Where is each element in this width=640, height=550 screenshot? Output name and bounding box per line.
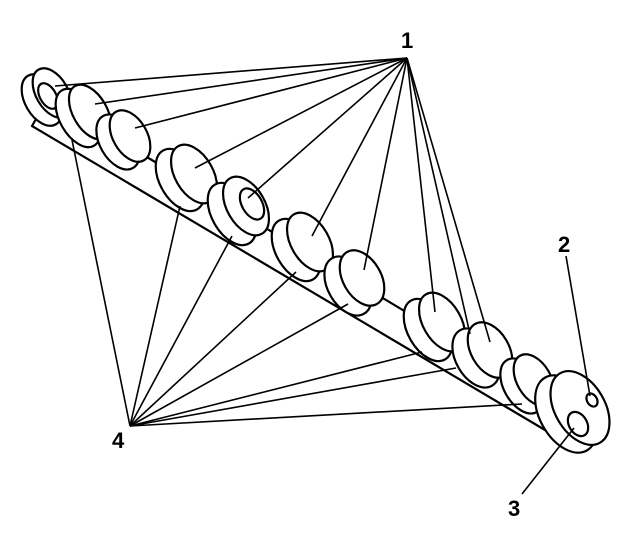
journal-4 xyxy=(451,321,514,389)
callout-3-leader xyxy=(521,427,575,495)
journal-3 xyxy=(323,249,386,317)
callout-4-leaders xyxy=(71,139,523,427)
callout-label-2: 2 xyxy=(558,232,571,257)
journal-2 xyxy=(206,175,271,247)
callout-1-leaders xyxy=(54,57,491,343)
callout-label-4: 4 xyxy=(112,428,125,453)
callout-2-leader xyxy=(565,255,591,397)
journal-1 xyxy=(95,109,152,171)
dowel-pin-hole xyxy=(585,392,599,408)
callout-label-3: 3 xyxy=(508,496,521,521)
callout-label-1: 1 xyxy=(401,28,414,53)
cam-lobe-3 xyxy=(270,211,335,283)
